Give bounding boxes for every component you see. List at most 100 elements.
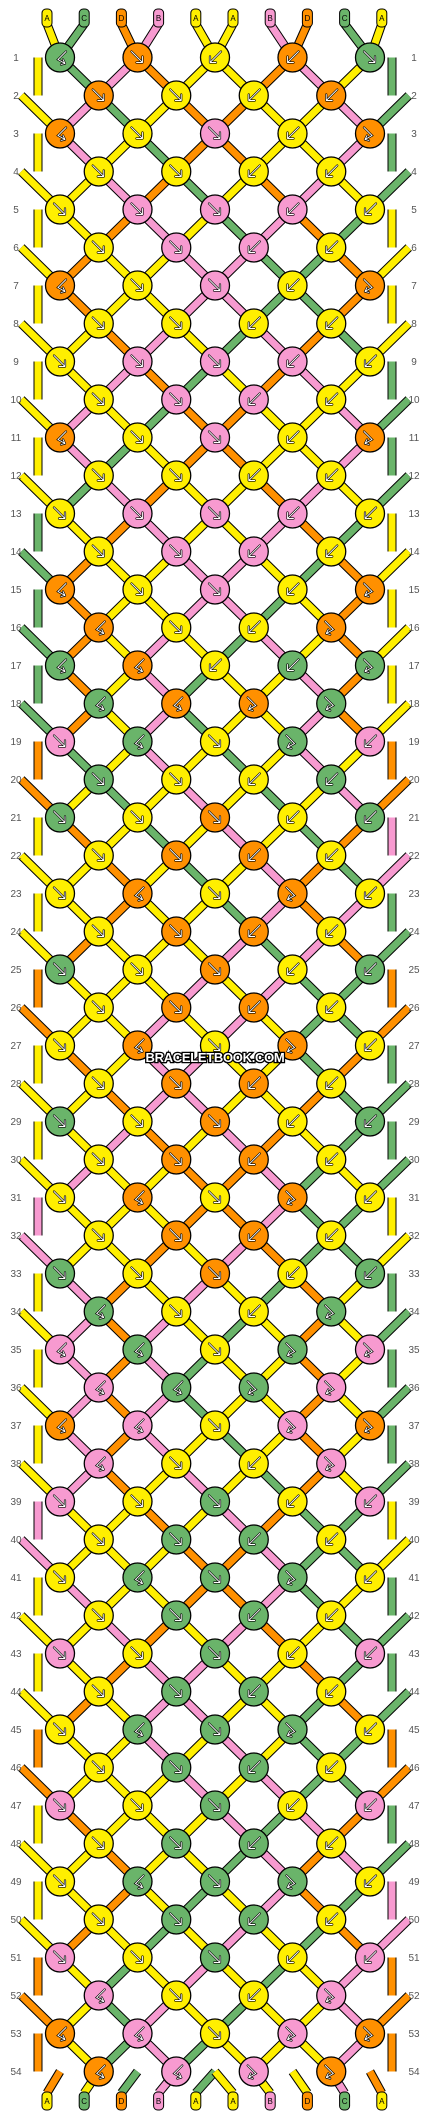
knot-direction-arrow-highlight: [248, 1001, 261, 1013]
knot-direction-arrow-highlight: [169, 773, 182, 785]
knot-direction-arrow-highlight: [248, 773, 261, 785]
knot-direction-arrow-highlight: [208, 355, 221, 367]
knot: [354, 346, 386, 377]
row-number-left: 11: [11, 433, 22, 444]
knot-direction-arrow-highlight: [53, 1951, 66, 1963]
knot: [122, 878, 153, 909]
knot-direction-arrow-highlight: [53, 1723, 66, 1735]
knot: [83, 384, 114, 415]
knot-direction-arrow-highlight: [364, 811, 377, 823]
knot: [122, 2018, 153, 2049]
knot-direction-arrow-highlight: [92, 1609, 105, 1621]
knot-direction-arrow-highlight: [286, 735, 296, 749]
knot-direction-arrow-highlight: [208, 279, 221, 291]
svg-text:D: D: [305, 2097, 311, 2106]
knot-direction-arrow-highlight: [286, 1191, 296, 1205]
knot-direction-arrow-highlight: [287, 279, 299, 291]
knot: [122, 1562, 153, 1593]
row-number-right: 6: [411, 243, 417, 254]
knot: [316, 1524, 347, 1555]
knot-direction-arrow-highlight: [286, 2027, 296, 2041]
knot-direction-arrow-highlight: [169, 1533, 182, 1545]
row-number-right: 1: [411, 53, 417, 64]
row-number-left: 27: [10, 1041, 22, 1052]
knot-direction-arrow-highlight: [53, 1875, 66, 1887]
knot: [354, 270, 386, 301]
knot-direction-arrow-highlight: [247, 2065, 257, 2079]
knot: [199, 878, 231, 909]
row-number-left: 18: [10, 699, 22, 710]
knot: [122, 42, 153, 73]
knot-direction-arrow-highlight: [169, 165, 182, 177]
knot-direction-arrow-highlight: [325, 1153, 338, 1165]
row-number-right: 11: [409, 433, 420, 444]
thread-segment: [118, 2069, 141, 2096]
knot: [44, 346, 76, 377]
knot-direction-arrow-highlight: [92, 165, 105, 177]
knot: [354, 1942, 386, 1973]
knot-direction-arrow-highlight: [286, 887, 296, 901]
knot: [44, 270, 76, 301]
row-number-right: 8: [411, 319, 417, 330]
row-number-right: 26: [408, 1003, 420, 1014]
knot-direction-arrow-highlight: [209, 51, 222, 63]
row-number-left: 16: [10, 623, 22, 634]
knot-direction-arrow-highlight: [363, 1343, 373, 1357]
knot-direction-arrow-highlight: [208, 811, 221, 823]
knot-direction-arrow-highlight: [325, 849, 338, 861]
knot: [161, 1524, 192, 1555]
knot: [238, 1524, 269, 1555]
thread-segment: [212, 2069, 236, 2096]
knot-direction-arrow-highlight: [248, 241, 261, 253]
row-number-left: 34: [10, 1307, 22, 1318]
knot: [238, 308, 269, 339]
knot: [199, 726, 231, 757]
knot-direction-arrow-highlight: [209, 659, 222, 671]
knot-direction-arrow-highlight: [208, 1495, 221, 1507]
knot: [238, 1144, 269, 1175]
knot-direction-arrow-highlight: [364, 1647, 377, 1659]
knot-direction-arrow-highlight: [325, 1837, 338, 1849]
knot: [354, 42, 386, 73]
knot-direction-arrow-highlight: [53, 735, 66, 747]
knot: [161, 1600, 192, 1631]
knot-direction-arrow-highlight: [173, 1381, 183, 1395]
row-number-right: 49: [408, 1877, 420, 1888]
knot: [316, 1752, 347, 1783]
knot: [354, 1258, 386, 1289]
row-number-right: 27: [408, 1041, 420, 1052]
knot-direction-arrow-highlight: [364, 355, 377, 367]
knot-direction-arrow-highlight: [286, 1039, 296, 1053]
knot: [83, 612, 114, 643]
knot: [161, 1752, 192, 1783]
knot: [161, 1296, 192, 1327]
knot-direction-arrow-highlight: [96, 697, 106, 711]
knot: [277, 1334, 308, 1365]
top-strand-label: B: [153, 8, 165, 28]
row-number-right: 44: [408, 1687, 420, 1698]
knot-direction-arrow-highlight: [208, 2027, 221, 2039]
knot-direction-arrow-highlight: [248, 1685, 261, 1697]
knot: [83, 688, 114, 719]
knot: [83, 536, 114, 567]
knot: [83, 916, 114, 947]
knot-direction-arrow-highlight: [53, 1191, 66, 1203]
row-number-left: 33: [10, 1269, 22, 1280]
knot-direction-arrow-highlight: [92, 773, 105, 785]
knot-direction-arrow-highlight: [96, 1457, 106, 1471]
knot-direction-arrow-highlight: [248, 1989, 261, 2001]
knot-direction-arrow-highlight: [169, 1457, 182, 1469]
knot: [44, 422, 76, 453]
knot-direction-arrow-highlight: [325, 241, 338, 253]
knot-direction-arrow-highlight: [169, 241, 182, 253]
knot: [199, 1562, 231, 1593]
knot-direction-arrow-highlight: [248, 469, 261, 481]
knot-direction-arrow-highlight: [96, 2065, 106, 2079]
knot-direction-arrow-highlight: [57, 51, 67, 65]
knot-direction-arrow-highlight: [364, 735, 377, 747]
knot-direction-arrow-highlight: [248, 1229, 261, 1241]
knot: [199, 118, 231, 149]
knot-direction-arrow-highlight: [325, 545, 338, 557]
knot: [44, 1790, 76, 1821]
knot-direction-arrow-highlight: [169, 89, 182, 101]
